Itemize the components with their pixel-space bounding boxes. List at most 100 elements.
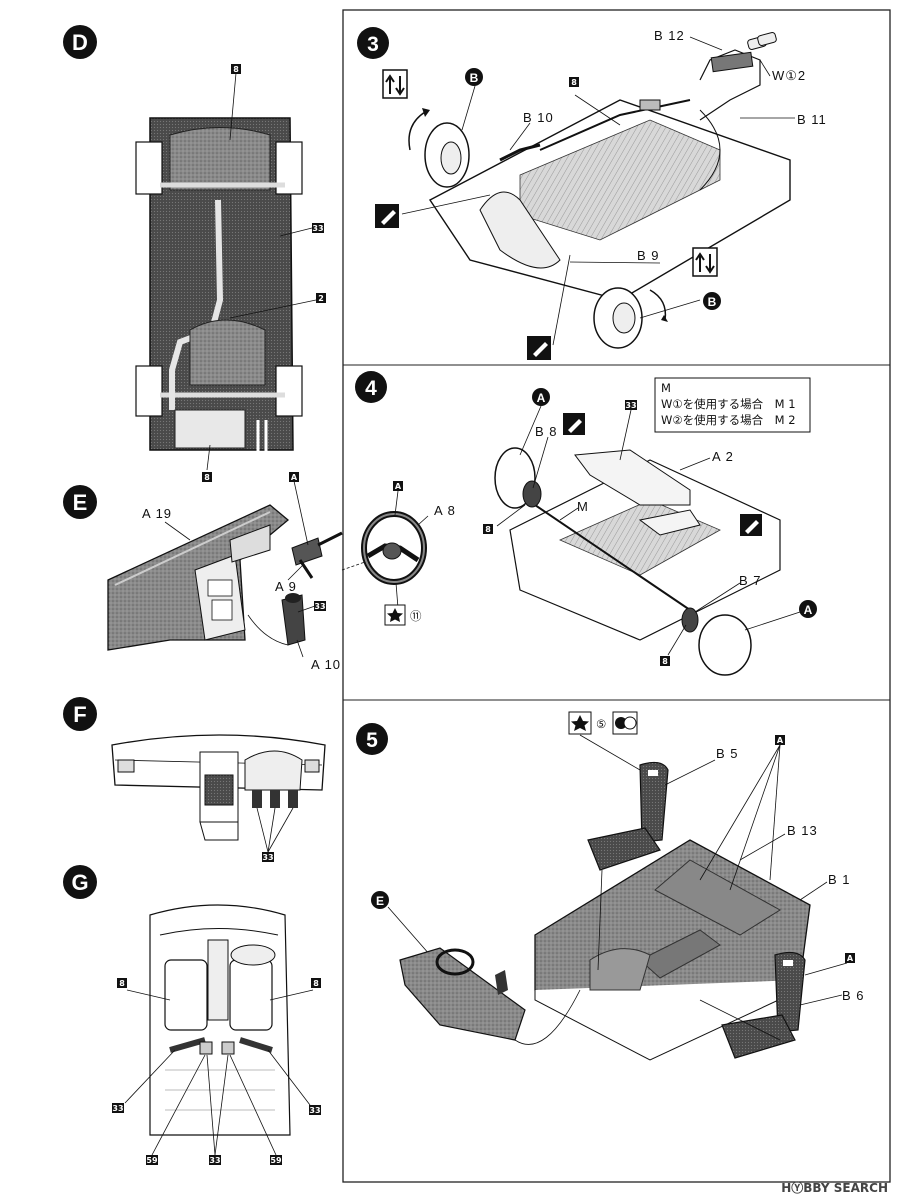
dashboard-assembly <box>399 947 581 1045</box>
wheel-front-left <box>135 141 163 195</box>
badge-e-33 <box>314 601 326 611</box>
paint-code-e: ⑪ <box>410 609 422 623</box>
tire-rear-step4 <box>698 614 752 676</box>
badge-4-33 <box>625 400 637 410</box>
label-a8: A 8 <box>434 503 456 518</box>
wheel-rear-left <box>135 365 163 417</box>
section-e: E <box>63 472 456 672</box>
badge-4-8-bottom <box>660 656 670 666</box>
badge-d-2-label: 2 <box>318 294 324 303</box>
ref-b-circle-bottom <box>703 292 721 310</box>
badge-e-a-switch <box>289 472 299 482</box>
step-d-circle <box>63 25 97 59</box>
seat-b6 <box>721 951 806 1059</box>
badge-5-a-top-label: A <box>777 736 784 745</box>
badge-5-a-b6 <box>845 953 855 963</box>
watermark: HⓎBBY SEARCH <box>781 1180 888 1195</box>
tire-rear <box>593 287 668 349</box>
combination-switch <box>291 531 343 579</box>
badge-g-8-left-label: 8 <box>119 979 125 988</box>
section-4: 4 M W①を使用する場合 M 1 W②を使用する場合 M 2 A A <box>355 371 817 676</box>
note-line-2: W②を使用する場合 M 2 <box>661 413 796 427</box>
badge-d-8-bottom-label: 8 <box>204 473 210 482</box>
badge-3-8-label: 8 <box>571 78 577 87</box>
badge-e-a-wheel-label: A <box>395 482 402 491</box>
step-5-label: 5 <box>366 729 378 752</box>
label-b5: B 5 <box>716 746 739 761</box>
label-b7: B 7 <box>739 573 762 588</box>
ref-b-top-label: B <box>470 71 479 85</box>
suspension-arm-a2 <box>574 449 691 506</box>
ref-b-bottom-label: B <box>708 295 717 309</box>
step-d-label: D <box>72 30 88 55</box>
step-5-circle <box>356 723 388 755</box>
note-line-1: W①を使用する場合 M 1 <box>661 397 796 411</box>
label-b10: B 10 <box>523 110 554 125</box>
ref-a-circle-bottom <box>799 600 817 618</box>
chassis-step3 <box>428 32 791 301</box>
badge-d-2 <box>316 293 326 303</box>
wheel-rear-right <box>275 365 303 417</box>
label-a10: A 10 <box>311 657 341 672</box>
floor-pan <box>534 839 811 1061</box>
badge-g-33-bottom-label: 33 <box>209 1156 220 1165</box>
seat-right-top <box>229 959 273 1031</box>
badge-g-33-bottom <box>209 1155 221 1165</box>
ref-e-circle <box>371 891 389 909</box>
section-5: 5 ⑤ E <box>356 711 864 1061</box>
version-note-box <box>654 377 811 433</box>
dashboard <box>107 504 290 651</box>
badge-d-8-top <box>231 64 241 74</box>
label-a2: A 2 <box>712 449 734 464</box>
step-4-circle <box>355 371 387 403</box>
label-m: M <box>577 499 589 514</box>
up-down-arrows-icon <box>382 69 408 99</box>
label-b9: B 9 <box>637 248 660 263</box>
badge-f-33 <box>262 852 274 862</box>
step-g-label: G <box>71 870 88 895</box>
section-3: 3 B <box>357 27 827 360</box>
tire-front <box>408 108 470 188</box>
badge-d-33-label: 33 <box>312 224 323 233</box>
badge-e-33-label: 33 <box>314 602 325 611</box>
badge-g-59-left <box>146 1155 158 1165</box>
section-f: F 33 <box>63 697 326 862</box>
steps-frame <box>342 9 891 1183</box>
label-b1: B 1 <box>828 872 851 887</box>
badge-g-8-right <box>311 978 321 988</box>
ref-a-circle-top <box>532 388 550 406</box>
badge-g-59-left-label: 59 <box>146 1156 158 1165</box>
badge-g-59-right <box>270 1155 282 1165</box>
steering-wheel <box>361 511 427 585</box>
badge-g-33-left <box>112 1103 124 1113</box>
label-b8: B 8 <box>535 424 558 439</box>
step-f-circle <box>63 697 97 731</box>
ref-b-circle-top <box>465 68 483 86</box>
seat-left-top <box>164 959 208 1031</box>
badge-4-8-left <box>483 524 493 534</box>
muffler-step3 <box>710 51 754 73</box>
badge-4-8-bottom-label: 8 <box>662 657 668 666</box>
chassis-underside <box>135 117 303 455</box>
badge-g-8-left <box>117 978 127 988</box>
up-down-arrows-icon <box>692 247 718 277</box>
ref-a-bottom-label: A <box>804 603 813 617</box>
interior-top-view <box>149 904 291 1136</box>
badge-g-33-right-label: 33 <box>309 1106 320 1115</box>
step-4-label: 4 <box>365 377 377 400</box>
label-w12: W①2 <box>772 68 806 83</box>
badge-e-a-switch-label: A <box>291 473 298 482</box>
badge-4-33-label: 33 <box>625 401 636 410</box>
badge-g-33-right <box>309 1105 321 1115</box>
badge-d-8-bottom <box>202 472 212 482</box>
badge-g-59-right-label: 59 <box>270 1156 282 1165</box>
step-f-label: F <box>73 702 86 727</box>
badge-3-8 <box>569 77 579 87</box>
seat-b5 <box>587 761 669 871</box>
badge-e-a-wheel <box>393 481 403 491</box>
badge-d-8-top-label: 8 <box>233 65 239 74</box>
step-e-label: E <box>73 490 88 515</box>
label-b11: B 11 <box>797 112 827 127</box>
shift-lever <box>247 593 306 646</box>
